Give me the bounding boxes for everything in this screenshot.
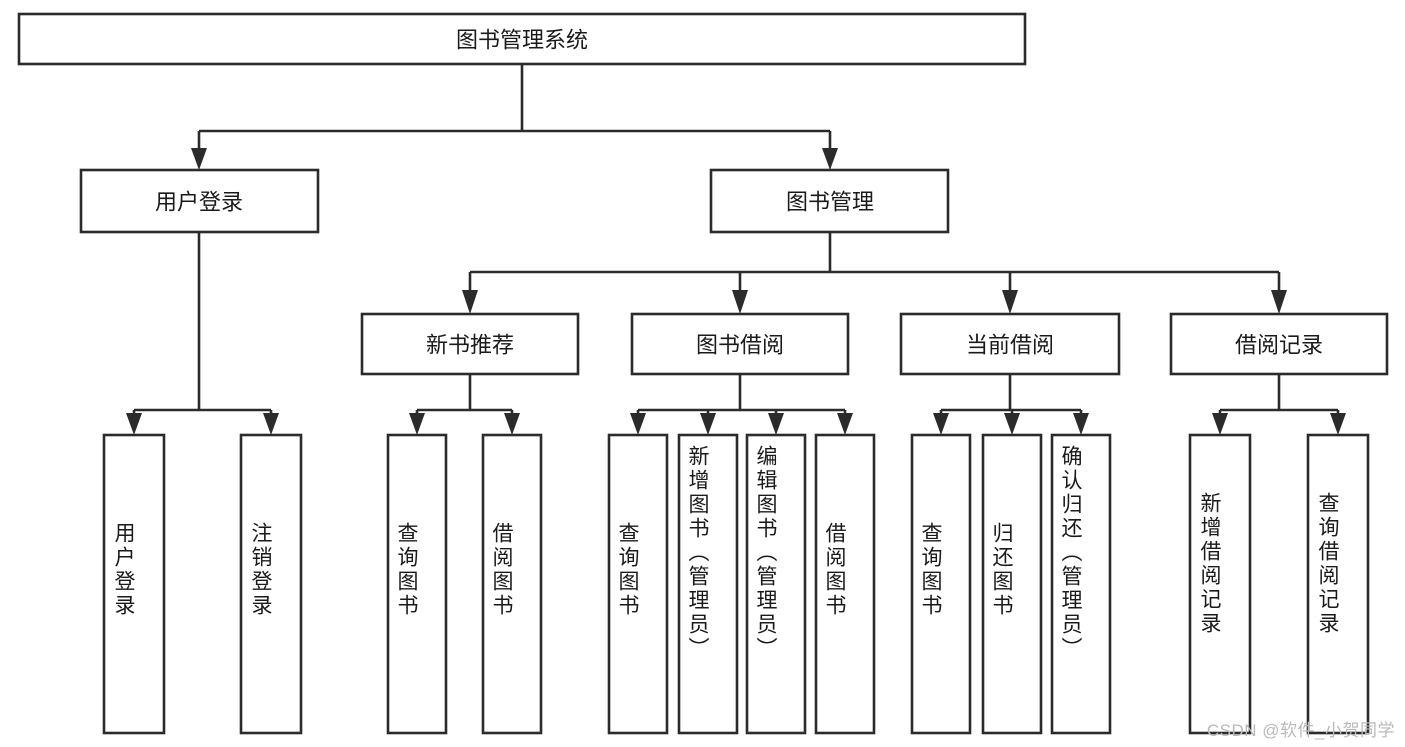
arrowhead-currentborrow-leaf-3 (1073, 413, 1089, 435)
node-book-borrowing-label: 图书借阅 (696, 333, 784, 358)
leaf-box-logout-login[interactable] (239, 433, 303, 735)
leaf-box-query-book-borrow[interactable] (607, 433, 669, 735)
leaf-box-user-login[interactable] (102, 433, 166, 735)
node-new-book-recommendation-box[interactable] (360, 312, 580, 376)
leaf-box-add-book-admin[interactable] (677, 433, 739, 735)
leaf-box-query-book-newbook[interactable] (386, 433, 448, 735)
node-current-borrowing-box[interactable] (899, 312, 1121, 376)
arrowhead-new-book-rec (462, 290, 478, 314)
node-root[interactable]: 图书管理系统 (17, 12, 1027, 66)
node-root-label: 图书管理系统 (456, 28, 588, 53)
node-borrowing-record[interactable]: 借阅记录 (1169, 312, 1389, 376)
leaf-box-edit-book-admin[interactable] (745, 433, 807, 735)
arrowhead-leaf-user-login (126, 413, 142, 435)
node-current-borrowing-label: 当前借阅 (966, 333, 1054, 358)
leaf-box-confirm-return-admin[interactable] (1050, 433, 1112, 735)
node-book-borrowing[interactable]: 图书借阅 (630, 312, 850, 376)
leaf-box-add-borrow-record[interactable] (1188, 433, 1252, 735)
node-borrowing-record-label: 借阅记录 (1235, 333, 1323, 358)
node-root-box[interactable] (17, 12, 1027, 66)
node-book-borrowing-box[interactable] (630, 312, 850, 376)
arrowhead-bookborrow-leaf-4 (837, 413, 853, 435)
node-book-management-box[interactable] (709, 168, 950, 234)
arrowhead-currentborrow-leaf-1 (933, 413, 949, 435)
leaf-box-borrow-book-newbook[interactable] (481, 433, 543, 735)
arrowhead-user-login (191, 148, 207, 170)
node-book-management-label: 图书管理 (786, 190, 874, 215)
leaf-box-borrow-book[interactable] (814, 433, 876, 735)
node-book-management[interactable]: 图书管理 (709, 168, 950, 234)
arrowhead-bookborrow-leaf-2 (700, 413, 716, 435)
leaf-box-return-book[interactable] (981, 433, 1043, 735)
node-new-book-recommendation-label: 新书推荐 (426, 333, 514, 358)
leaf-box-layer (102, 433, 1370, 735)
arrowhead-book-mgmt (822, 148, 838, 170)
arrowhead-borrow-record (1271, 290, 1287, 314)
node-user-login-label: 用户登录 (155, 190, 243, 215)
arrowhead-book-borrow (732, 290, 748, 314)
leaf-box-query-book-current[interactable] (910, 433, 972, 735)
node-user-login[interactable]: 用户登录 (79, 168, 320, 234)
arrowhead-bookborrow-leaf-1 (630, 413, 646, 435)
connector-layer (126, 64, 1346, 435)
node-current-borrowing[interactable]: 当前借阅 (899, 312, 1121, 376)
arrowhead-borrowrecord-leaf-2 (1330, 413, 1346, 435)
csdn-watermark: CSDN @软件_小贺同学 (1206, 721, 1395, 740)
arrowhead-borrowrecord-leaf-1 (1212, 413, 1228, 435)
arrowhead-current-borrow (1002, 290, 1018, 314)
arrowhead-newbook-leaf-1 (409, 413, 425, 435)
node-new-book-recommendation[interactable]: 新书推荐 (360, 312, 580, 376)
arrowhead-currentborrow-leaf-2 (1004, 413, 1020, 435)
leaf-box-query-borrow-record[interactable] (1306, 433, 1370, 735)
node-user-login-box[interactable] (79, 168, 320, 234)
node-borrowing-record-box[interactable] (1169, 312, 1389, 376)
arrowhead-bookborrow-leaf-3 (768, 413, 784, 435)
arrowhead-newbook-leaf-2 (504, 413, 520, 435)
arrowhead-leaf-logout-login (263, 413, 279, 435)
